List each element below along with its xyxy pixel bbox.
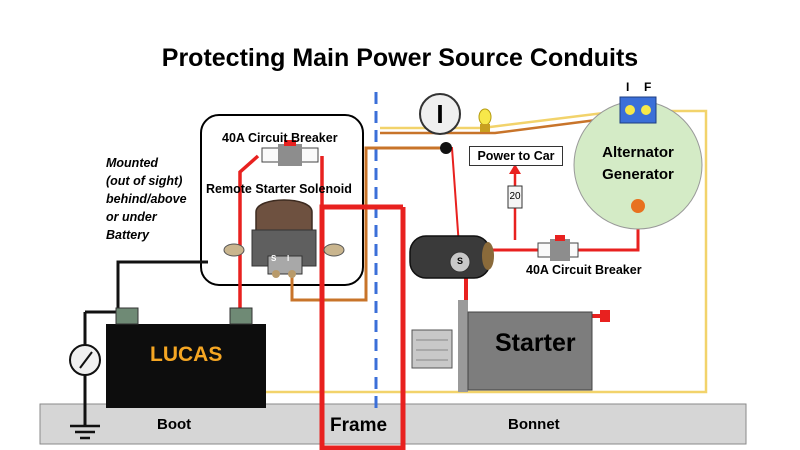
remote-solenoid-icon (223, 199, 345, 278)
inline-fuse (507, 185, 523, 209)
battery-body (106, 324, 266, 408)
ground-ammeter-needle (79, 351, 93, 369)
battery-terminal-pos (229, 307, 253, 325)
yellow-wire-top (380, 109, 621, 130)
brown-wire-2 (380, 115, 621, 135)
brown-wire-1 (290, 146, 440, 302)
circuit-breaker-2-label: 40A Circuit Breaker (526, 263, 642, 277)
mounted-note: Mounted (out of sight) behind/above or u… (106, 156, 187, 242)
alternator-output-terminal (631, 199, 645, 213)
terminal-i-dot (625, 105, 635, 115)
starter-solenoid-terminal-s: S (456, 256, 463, 266)
ammeter-glyph: I (436, 99, 444, 129)
ground-bar (39, 403, 747, 445)
battery-brand-label: LUCAS (150, 343, 223, 366)
battery-terminal-neg (115, 307, 139, 325)
terminal-f-dot (641, 105, 651, 115)
starter-solenoid-icon (409, 235, 494, 279)
circuit-breaker-1-label: 40A Circuit Breaker (222, 131, 338, 145)
red-cable-battery-pos (238, 154, 260, 316)
terminal-f-label: F (644, 80, 652, 94)
starter-motor-icon (411, 300, 610, 392)
ground-symbol-icon (70, 424, 100, 440)
power-to-car-label: Power to Car (469, 146, 563, 166)
solenoid-terminal-i: I (287, 254, 290, 263)
starter-label: Starter (495, 329, 576, 357)
alternator-label: Alternator Generator (602, 144, 674, 183)
ammeter-gauge-dial (419, 93, 461, 135)
warning-lamp-icon (478, 108, 492, 132)
power-arrow-head (509, 164, 521, 174)
boot-label: Boot (157, 416, 192, 433)
fuse-value-label: 20 (509, 191, 521, 202)
red-cable-frame (319, 204, 406, 450)
diagram-title: Protecting Main Power Source Conduits (161, 44, 639, 72)
terminal-i-label: I (626, 80, 630, 94)
junction-dot (440, 142, 452, 154)
bonnet-label: Bonnet (508, 416, 560, 433)
frame-label: Frame (330, 415, 388, 436)
black-wire-ground (116, 260, 208, 316)
solenoid-terminal-s: S (271, 254, 277, 263)
remote-solenoid-label: Remote Starter Solenoid (206, 182, 352, 196)
circuit-breaker-1-icon (261, 140, 319, 166)
circuit-breaker-2-icon (537, 235, 579, 261)
